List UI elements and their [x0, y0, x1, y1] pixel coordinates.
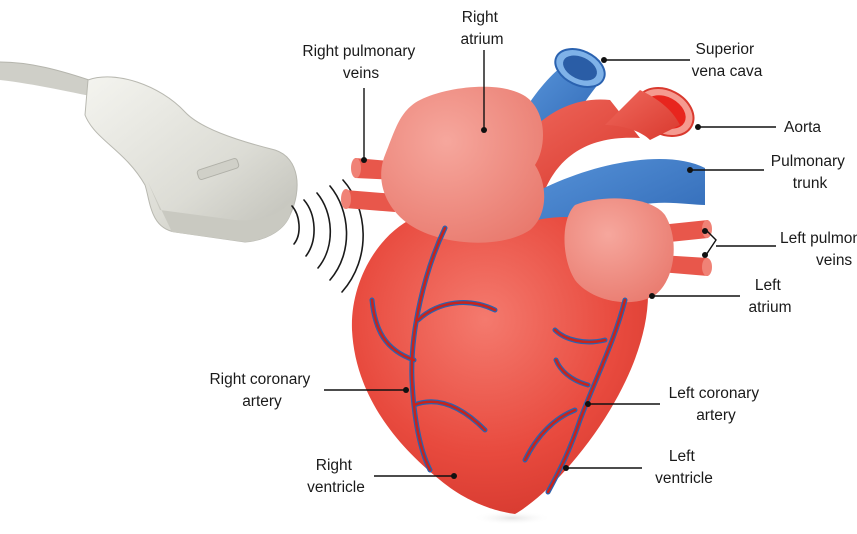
- label-right-coronary-artery: Right coronary artery: [209, 371, 314, 410]
- label-left-ventricle: Left ventricle: [655, 448, 713, 487]
- label-aorta: Aorta: [784, 119, 821, 136]
- label-right-pulmonary-veins: Right pulmonary veins: [302, 43, 419, 82]
- label-superior-vena-cava: Superior vena cava: [692, 41, 763, 80]
- heart-illustration: [341, 42, 712, 525]
- label-left-pulmonary-veins: Left pulmonary veins: [780, 230, 857, 269]
- label-right-atrium: Right atrium: [460, 9, 503, 48]
- label-pulmonary-trunk: Pulmonary trunk: [771, 153, 849, 192]
- label-right-ventricle: Right ventricle: [307, 457, 365, 496]
- ultrasound-probe-icon: [0, 62, 297, 242]
- label-left-coronary-artery: Left coronary artery: [669, 385, 764, 424]
- label-left-atrium: Left atrium: [748, 277, 791, 316]
